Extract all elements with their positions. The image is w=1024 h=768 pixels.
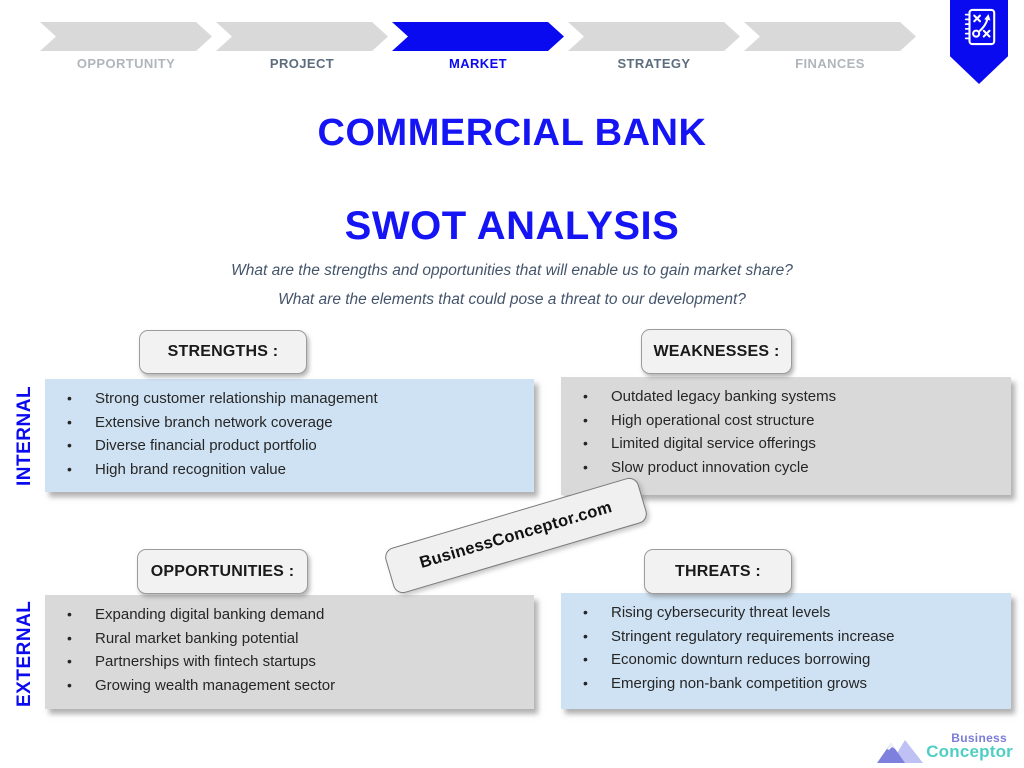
bullet-item: Diverse financial product portfolio	[67, 434, 524, 458]
step-label-market: MARKET	[448, 56, 507, 71]
question-line-1: What are the strengths and opportunities…	[231, 262, 793, 279]
weaknesses-header-badge: WEAKNESSES :	[641, 329, 792, 374]
bullet-item: Rural market banking potential	[67, 627, 524, 651]
page-subtitle: SWOT ANALYSIS	[344, 204, 680, 248]
step-chevron-finances	[744, 22, 916, 51]
opportunities-header-badge: OPPORTUNITIES :	[137, 549, 308, 594]
weaknesses-list: Outdated legacy banking systems High ope…	[561, 377, 1011, 479]
threats-panel: Rising cybersecurity threat levels Strin…	[561, 593, 1011, 709]
external-axis-label: EXTERNAL	[14, 600, 35, 708]
brand-name-bottom: Conceptor	[926, 742, 1013, 761]
strategy-board-icon	[964, 8, 996, 46]
bullet-item: High operational cost structure	[583, 409, 1001, 433]
page-title: COMMERCIAL BANK	[317, 112, 707, 154]
brand-name-top: Business	[951, 731, 1007, 745]
opportunities-panel: Expanding digital banking demand Rural m…	[45, 595, 534, 709]
bullet-item: Economic downturn reduces borrowing	[583, 648, 1001, 672]
bullet-item: Partnerships with fintech startups	[67, 650, 524, 674]
step-chevron-project	[216, 22, 388, 51]
opportunities-list: Expanding digital banking demand Rural m…	[45, 595, 534, 697]
internal-axis-label: INTERNAL	[14, 385, 35, 487]
bookmark-ribbon	[950, 0, 1008, 84]
brand-logo: Business Conceptor	[875, 731, 1015, 767]
bullet-item: Strong customer relationship management	[67, 387, 524, 411]
bullet-item: Outdated legacy banking systems	[583, 385, 1001, 409]
step-label-finances: FINANCES	[795, 56, 865, 71]
step-chevron-opportunity	[40, 22, 212, 51]
bullet-item: Slow product innovation cycle	[583, 456, 1001, 480]
threats-header-badge: THREATS :	[644, 549, 792, 594]
bullet-item: Emerging non-bank competition grows	[583, 672, 1001, 696]
watermark-badge: BusinessConceptor.com	[382, 475, 650, 596]
threats-list: Rising cybersecurity threat levels Strin…	[561, 593, 1011, 695]
bullet-item: Expanding digital banking demand	[67, 603, 524, 627]
strengths-panel: Strong customer relationship management …	[45, 379, 534, 492]
step-label-opportunity: OPPORTUNITY	[76, 56, 176, 71]
strengths-list: Strong customer relationship management …	[45, 379, 534, 481]
bullet-item: Stringent regulatory requirements increa…	[583, 625, 1001, 649]
strengths-header-badge: STRENGTHS :	[139, 330, 307, 374]
bullet-item: Extensive branch network coverage	[67, 411, 524, 435]
mountain-icon	[877, 740, 923, 763]
weaknesses-panel: Outdated legacy banking systems High ope…	[561, 377, 1011, 495]
question-line-2: What are the elements that could pose a …	[278, 291, 746, 308]
step-label-strategy: STRATEGY	[617, 56, 691, 71]
step-chevron-strategy	[568, 22, 740, 51]
bullet-item: Growing wealth management sector	[67, 674, 524, 698]
bullet-item: Limited digital service offerings	[583, 432, 1001, 456]
step-label-project: PROJECT	[269, 56, 335, 71]
bullet-item: Rising cybersecurity threat levels	[583, 601, 1001, 625]
step-chevron-market	[392, 22, 564, 51]
bullet-item: High brand recognition value	[67, 458, 524, 482]
